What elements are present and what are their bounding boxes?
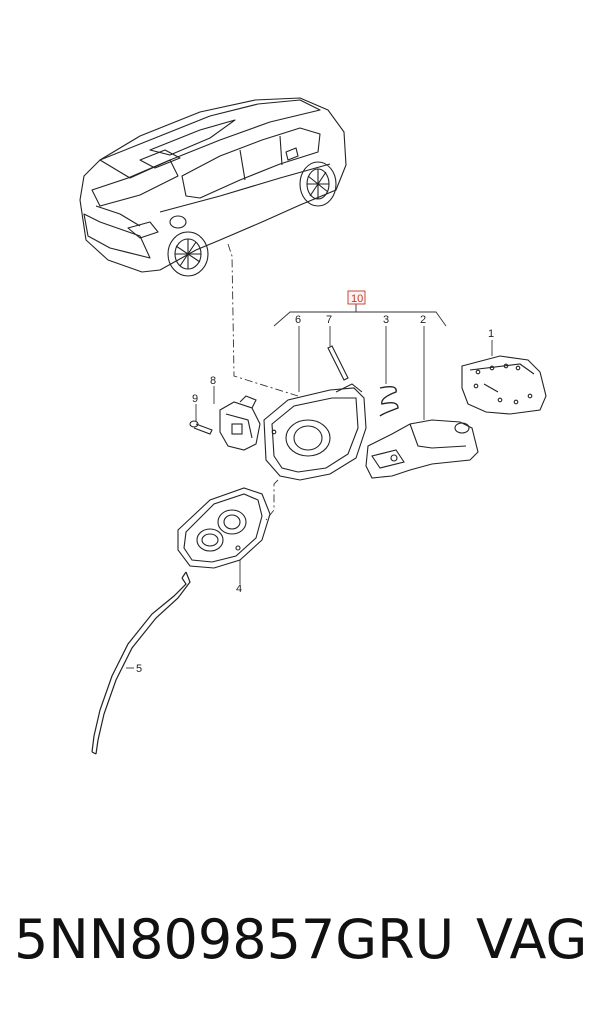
callout-1: 1 [488,328,494,340]
part-7-pin [327,345,349,381]
callout-8: 8 [210,375,216,387]
callout-7: 7 [326,314,332,326]
callout-9: 9 [192,393,198,405]
callout-5: 5 [136,663,142,675]
callout-4: 4 [236,583,242,595]
part-8-actuator [219,395,261,451]
assembly-bracket [126,304,493,669]
leader-lines [227,243,299,521]
callout-3: 3 [383,314,389,326]
part-1-trim-panel [461,355,547,415]
callout-10: 10 [351,293,363,305]
callout-6: 6 [295,314,301,326]
part-5-cable [91,571,191,755]
part-number: 5NN809857GRU [14,908,455,971]
part-4-filler-housing [177,487,271,569]
part-3-spring [379,385,399,417]
part-2-housing [365,419,479,479]
vehicle-illustration [79,97,347,277]
callout-10-box [347,290,366,305]
part-6-fuel-flap [263,383,367,481]
brand-label: VAG [476,908,588,971]
part-9-screw [189,420,213,435]
callout-2: 2 [420,314,426,326]
